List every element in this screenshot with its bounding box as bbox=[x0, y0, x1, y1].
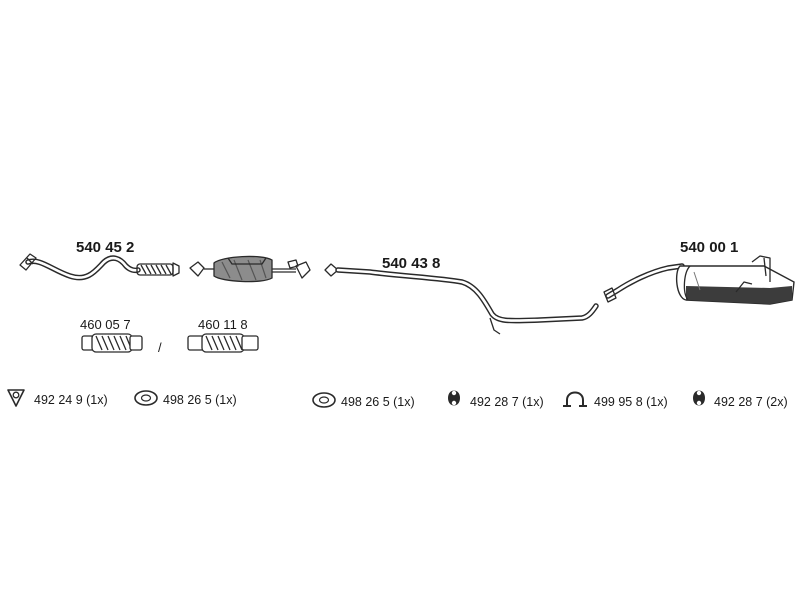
rubber-mount-icon[interactable] bbox=[693, 390, 705, 406]
middle-pipe[interactable] bbox=[324, 263, 599, 335]
rear-silencer-number: 540 00 1 bbox=[680, 239, 738, 256]
catalytic-converter[interactable] bbox=[189, 255, 311, 283]
clamp-icon[interactable] bbox=[563, 391, 587, 407]
front-pipe[interactable] bbox=[19, 253, 180, 281]
flex-pipe-b[interactable] bbox=[187, 333, 259, 353]
oval-gasket-icon[interactable] bbox=[134, 390, 158, 406]
middle-pipe-number: 540 43 8 bbox=[382, 255, 440, 272]
front-pipe-number: 540 45 2 bbox=[76, 239, 134, 256]
accessory-1-number: 492 24 9 (1x) bbox=[34, 393, 108, 407]
accessory-5-number: 499 95 8 (1x) bbox=[594, 395, 668, 409]
accessory-2-number: 498 26 5 (1x) bbox=[163, 393, 237, 407]
accessory-4-number: 492 28 7 (1x) bbox=[470, 395, 544, 409]
flex-pipe-b-number: 460 11 8 bbox=[198, 317, 248, 332]
triangle-gasket-icon[interactable] bbox=[7, 389, 25, 407]
accessory-3-number: 498 26 5 (1x) bbox=[341, 395, 415, 409]
oval-gasket-icon[interactable] bbox=[312, 392, 336, 408]
flex-pipe-separator: / bbox=[158, 340, 162, 355]
flex-pipe-a[interactable] bbox=[81, 333, 143, 353]
accessory-6-number: 492 28 7 (2x) bbox=[714, 395, 788, 409]
flex-pipe-a-number: 460 05 7 bbox=[80, 317, 131, 332]
rubber-mount-icon[interactable] bbox=[448, 390, 460, 406]
rear-silencer[interactable] bbox=[603, 255, 795, 305]
